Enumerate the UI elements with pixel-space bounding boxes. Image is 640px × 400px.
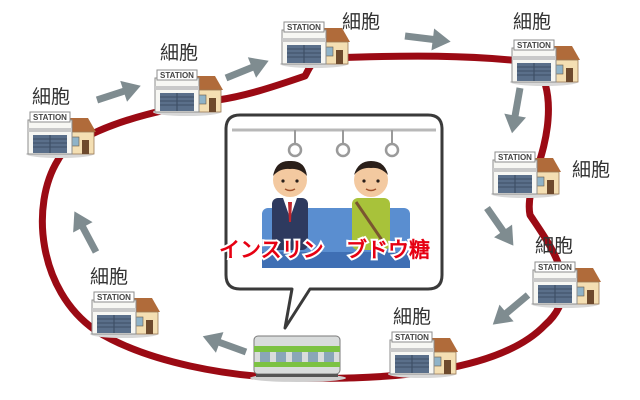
station-sign: STATION [287, 23, 321, 32]
arrow-icon [93, 75, 145, 111]
station-7: STATION [387, 331, 459, 379]
strap-handle-icon [287, 130, 303, 158]
station-sign: STATION [33, 113, 67, 122]
cell-label: 細胞 [160, 42, 198, 64]
cell-label: 細胞 [513, 11, 551, 33]
station-1: STATION [25, 111, 97, 159]
cargo-label-insulin: インスリン [219, 238, 324, 262]
station-sign: STATION [160, 71, 194, 80]
station-sign: STATION [517, 41, 551, 50]
cell-label: 細胞 [32, 86, 70, 108]
cell-label: 細胞 [90, 266, 128, 288]
station-2: STATION [152, 69, 224, 117]
arrow-icon [403, 25, 452, 53]
train-icon [250, 335, 346, 382]
station-3: STATION [279, 21, 351, 69]
arrow-icon [477, 201, 523, 252]
cell-label: 細胞 [535, 235, 573, 257]
station-sign: STATION [498, 153, 532, 162]
cell-label: 細胞 [393, 306, 431, 328]
passenger-icon [272, 160, 308, 250]
station-6: STATION [530, 261, 602, 309]
cell-label: 細胞 [572, 159, 610, 181]
arrow-icon [199, 325, 250, 363]
arrow-icon [221, 50, 273, 89]
station-8: STATION [89, 291, 161, 339]
arrow-icon [64, 206, 106, 258]
cargo-label-glucose: ブドウ糖 [346, 238, 430, 262]
passenger-icon [352, 161, 390, 250]
strap-handle-icon [384, 130, 400, 158]
station-sign: STATION [97, 293, 131, 302]
cell-label: 細胞 [342, 11, 380, 33]
station-5: STATION [490, 151, 562, 199]
arrow-icon [501, 86, 531, 136]
station-sign: STATION [395, 333, 429, 342]
strap-handle-icon [335, 130, 351, 158]
arrow-icon [485, 286, 536, 333]
station-4: STATION [509, 39, 581, 87]
station-sign: STATION [538, 263, 572, 272]
